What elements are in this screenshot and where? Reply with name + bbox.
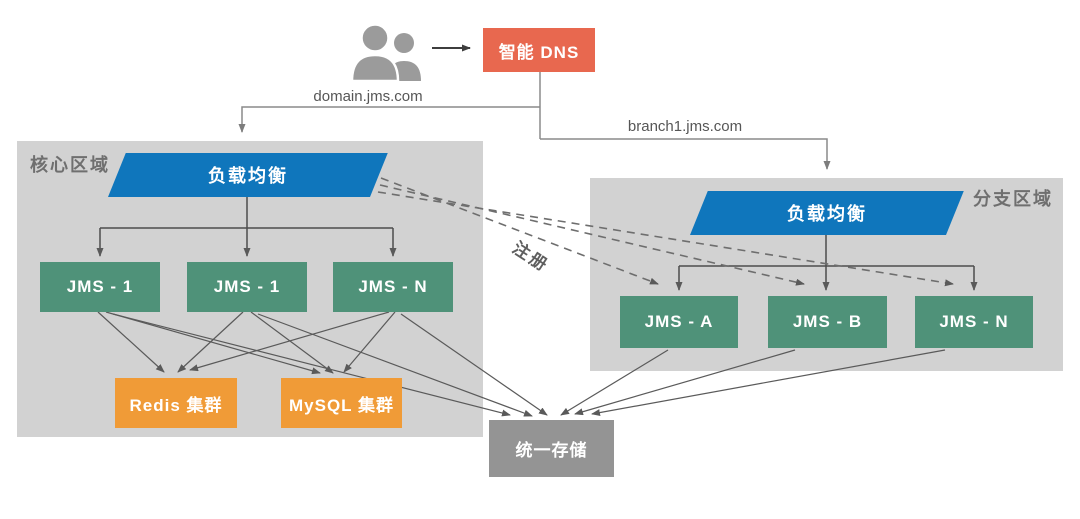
branch-region-title: 分支区域 (973, 189, 1053, 209)
edge-jms2-redis (177, 311, 244, 373)
edge-jmsb-storage (574, 349, 796, 416)
core-jms-node-2: JMS - 1 (187, 262, 307, 312)
domain-edge-label: domain.jms.com (313, 88, 423, 105)
branch-jms-node-n: JMS - N (915, 296, 1033, 348)
edge-jms2-storage (257, 313, 533, 417)
edge-jmsa-storage (560, 349, 669, 416)
edge-jms1-redis (97, 311, 165, 373)
edge-jms1-mysql (105, 311, 321, 375)
branch-jms-to-storage (560, 349, 946, 417)
branch-jms-node-a-label: JMS - A (644, 312, 714, 331)
edge-jms3-mysql (343, 311, 396, 373)
branch-load-balancer-label: 负载均衡 (787, 204, 867, 224)
smart-dns-label: 智能 DNS (498, 42, 580, 62)
branch-lb-fanout (675, 235, 978, 291)
branch-load-balancer: 负载均衡 (690, 191, 964, 235)
edge-dns-to-core (238, 106, 540, 133)
branch-jms-node-a: JMS - A (620, 296, 738, 348)
core-region-title: 核心区域 (30, 155, 110, 175)
users-icon-shapes (350, 23, 421, 83)
smart-dns-box: 智能 DNS (483, 28, 595, 72)
core-lb-fanout (96, 197, 397, 257)
branch-jms-node-b: JMS - B (768, 296, 887, 348)
dns-routing-lines (238, 72, 831, 170)
core-jms-mesh (97, 311, 548, 417)
branch-jms-node-n-label: JMS - N (939, 312, 1009, 331)
core-jms-node-1: JMS - 1 (40, 262, 160, 312)
edge-register-jmsb (379, 184, 805, 286)
mysql-cluster-box: MySQL 集群 (281, 378, 402, 428)
branch-jms-node-b-label: JMS - B (792, 312, 863, 331)
edge-dns-to-branch (540, 138, 831, 170)
core-jms-node-n: JMS - N (333, 262, 453, 312)
edge-jmsn-storage (591, 349, 946, 417)
edge-jms1-storage (112, 313, 511, 417)
redis-cluster-box: Redis 集群 (115, 378, 237, 428)
mysql-cluster-label: MySQL 集群 (289, 395, 394, 415)
branch-edge-label: branch1.jms.com (627, 118, 743, 135)
edge-jms3-storage (400, 313, 548, 416)
redis-cluster-label: Redis 集群 (129, 395, 223, 415)
unified-storage-box: 统一存储 (489, 420, 614, 477)
core-jms-node-2-label: JMS - 1 (213, 277, 281, 296)
core-jms-node-n-label: JMS - N (358, 277, 428, 296)
core-load-balancer: 负载均衡 (108, 153, 388, 197)
edge-jms3-redis (189, 311, 390, 372)
edge-jms2-mysql (250, 311, 334, 374)
users-icon (348, 23, 430, 87)
core-load-balancer-label: 负载均衡 (208, 166, 288, 186)
register-dashed-lines (377, 177, 954, 287)
unified-storage-label: 统一存储 (515, 441, 588, 460)
core-jms-node-1-label: JMS - 1 (66, 277, 134, 296)
